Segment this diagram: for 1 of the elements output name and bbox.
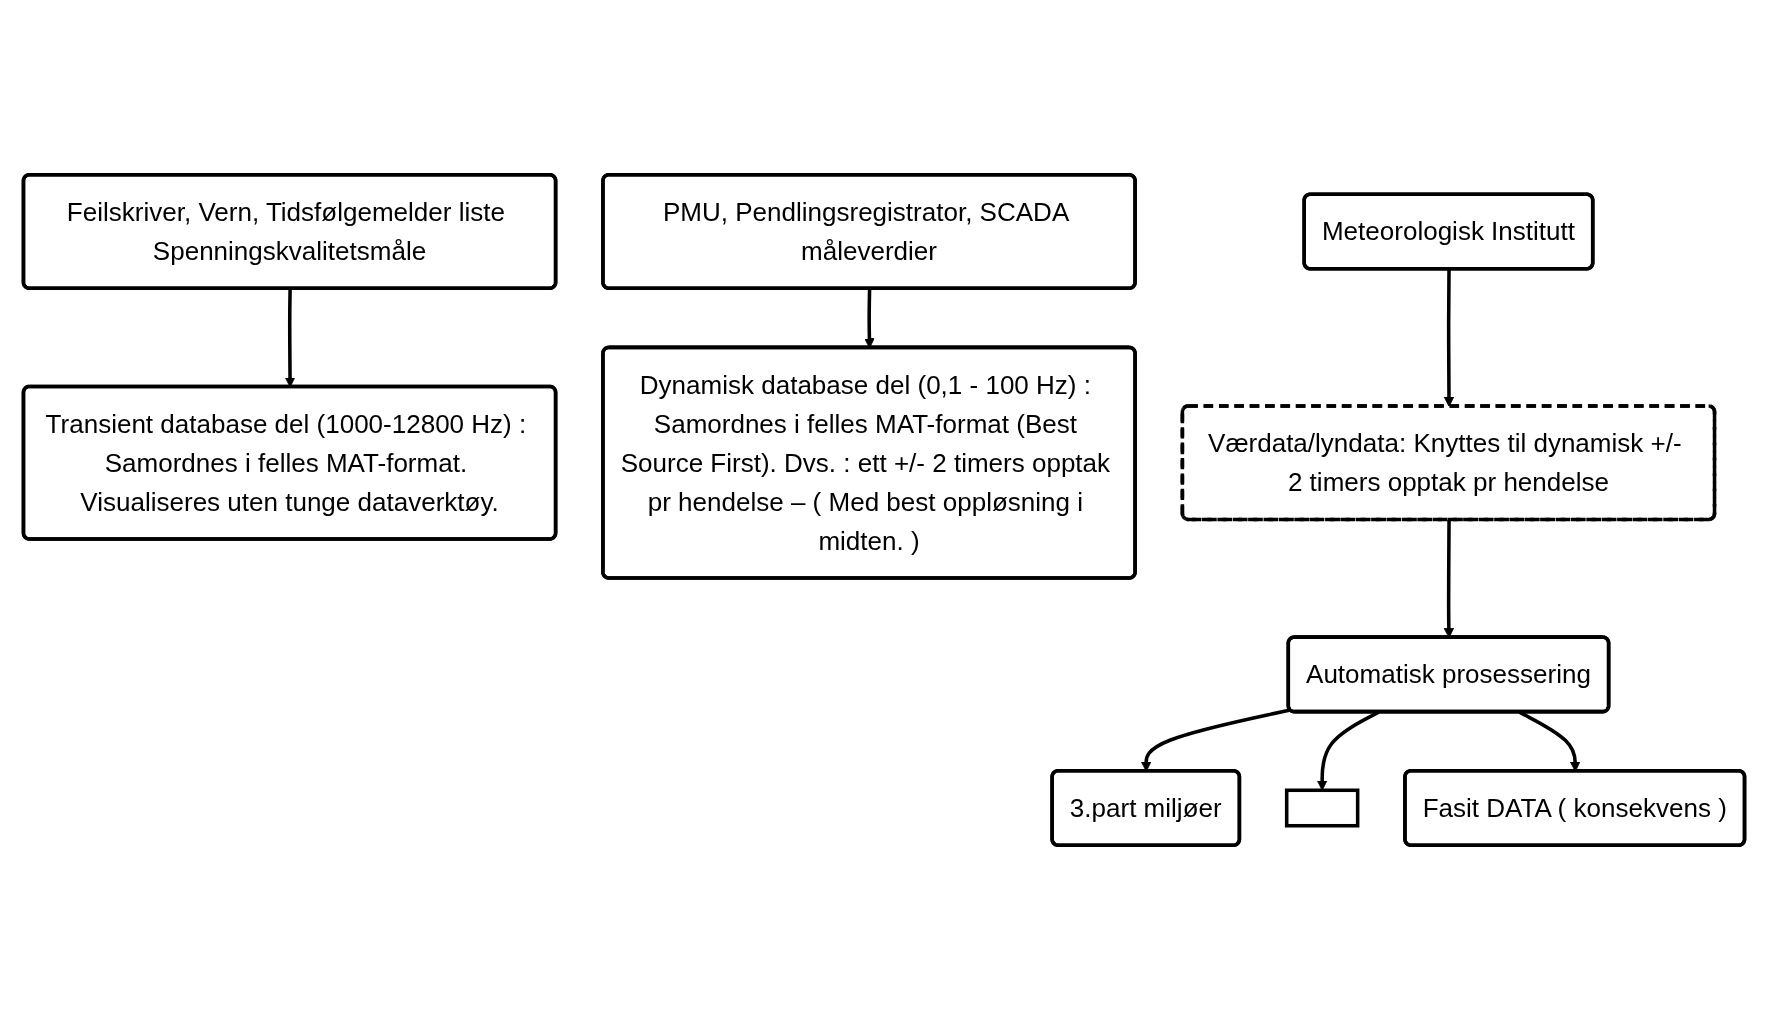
- node-box: [1284, 788, 1360, 828]
